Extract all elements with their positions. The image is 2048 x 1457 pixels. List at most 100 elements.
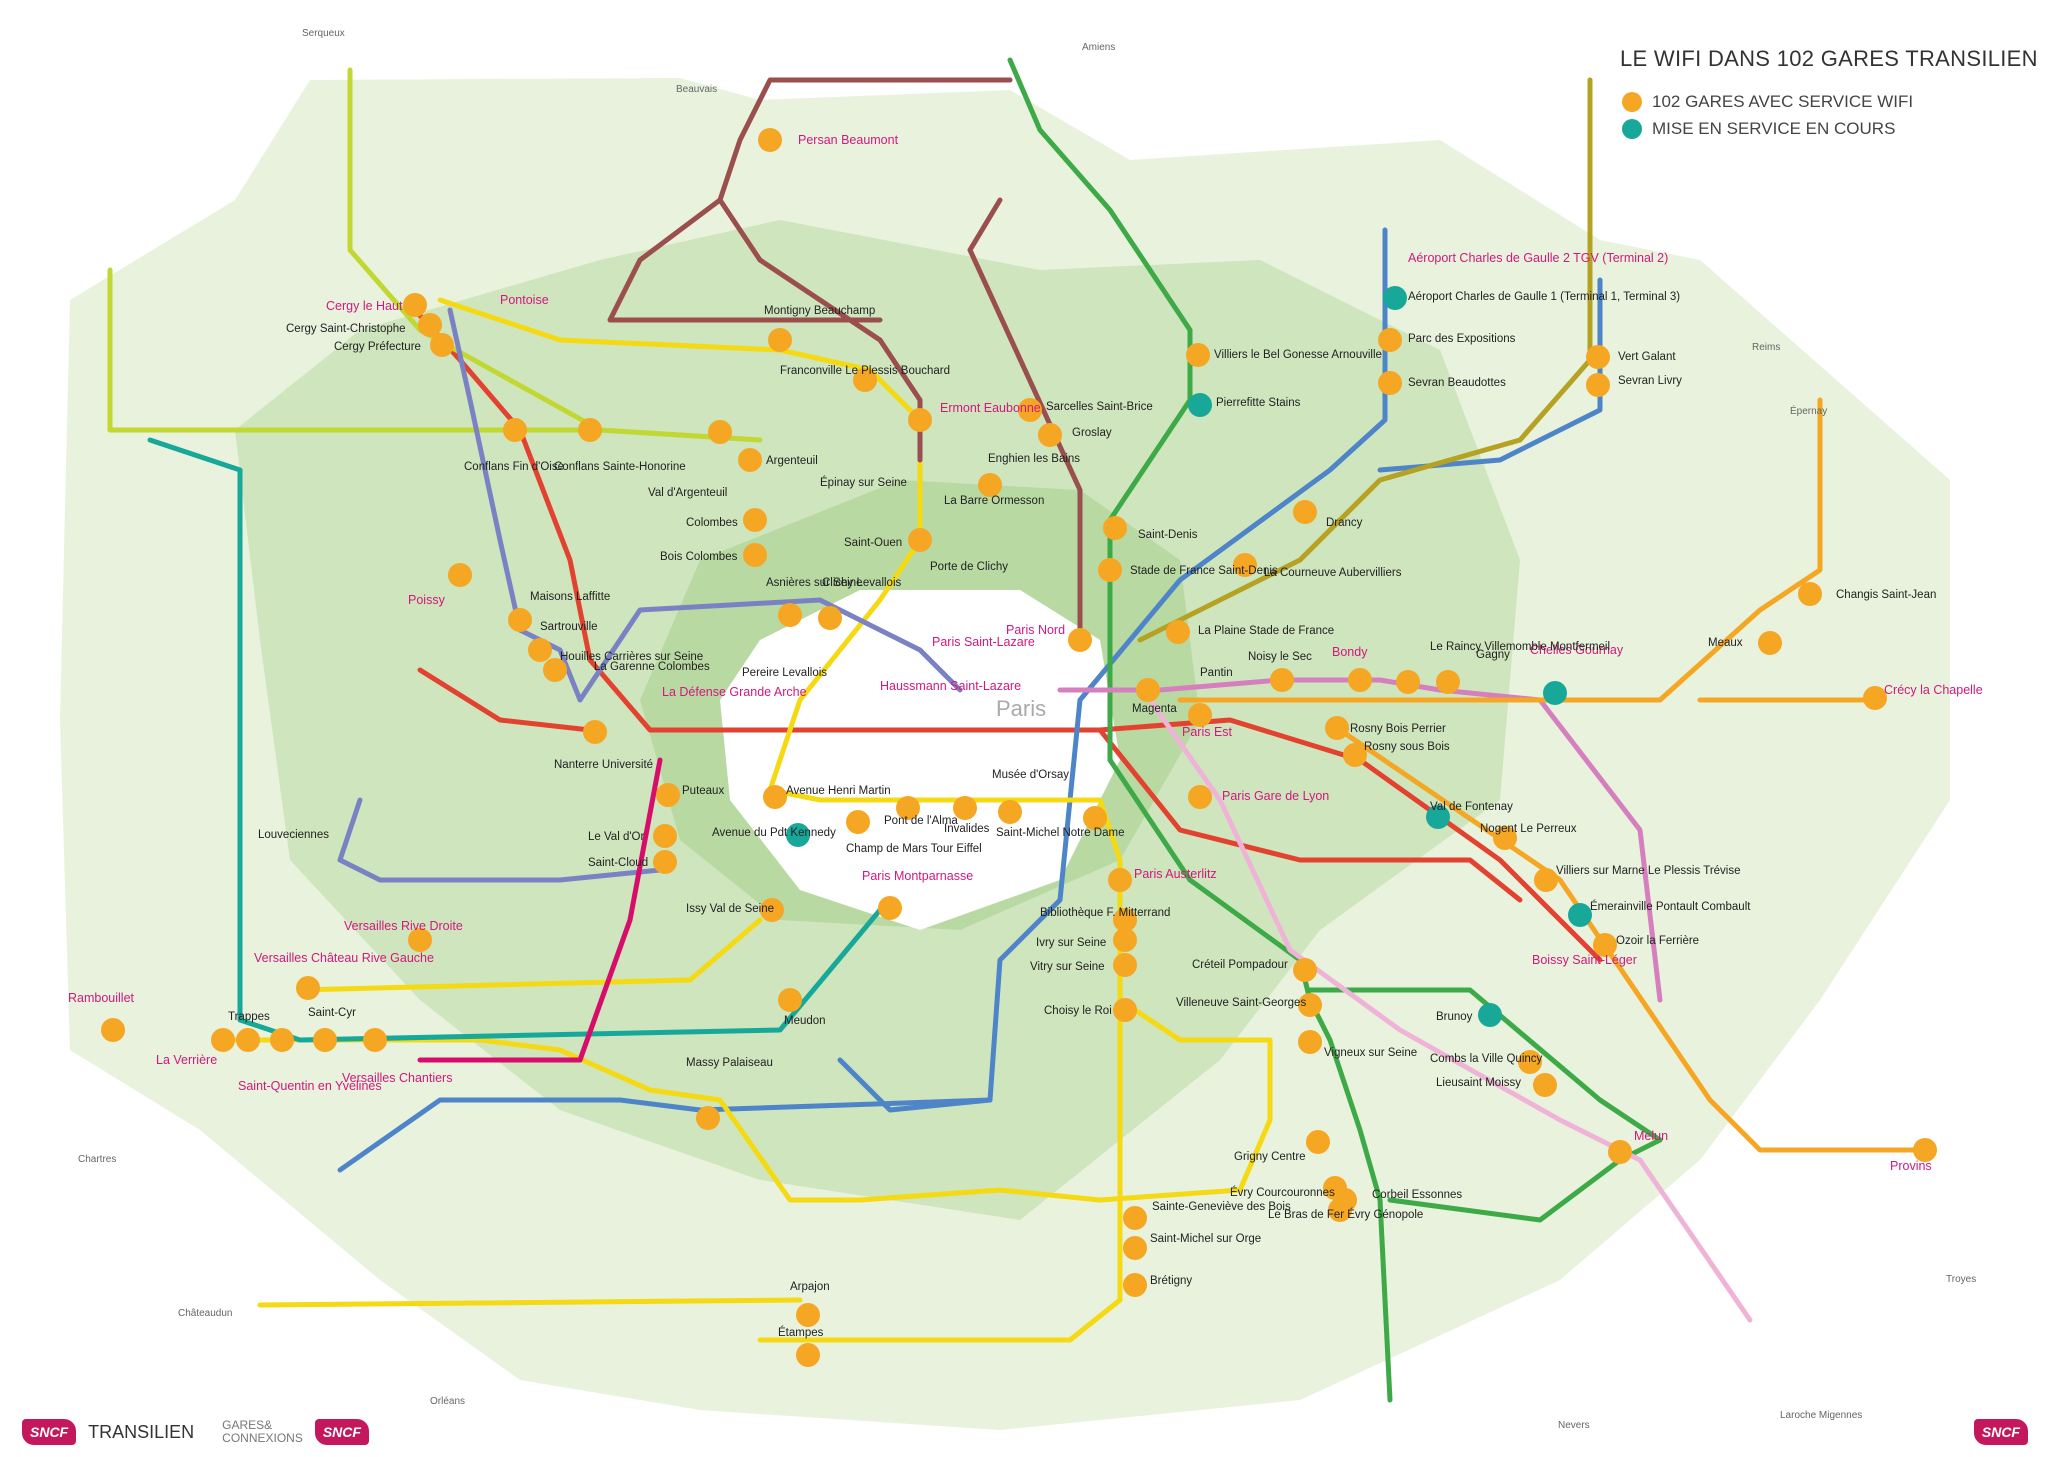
line-n: [147, 437, 883, 1043]
svg-text:Musée d'Orsay: Musée d'Orsay: [992, 769, 1069, 781]
svg-text:Ermont Eaubonne: Ermont Eaubonne: [940, 401, 1041, 415]
svg-text:Maisons Laffitte: Maisons Laffitte: [530, 591, 610, 603]
svg-text:Avenue Henri Martin: Avenue Henri Martin: [786, 785, 891, 797]
svg-text:Melun: Melun: [1634, 1129, 1668, 1143]
line-k: [1137, 77, 1593, 643]
svg-text:Saint-Cloud: Saint-Cloud: [588, 857, 648, 869]
svg-text:Crécy la Chapelle: Crécy la Chapelle: [1884, 683, 1983, 697]
svg-text:Saint-Michel sur Orge: Saint-Michel sur Orge: [1150, 1233, 1261, 1245]
svg-text:Pierrefitte Stains: Pierrefitte Stains: [1216, 397, 1301, 409]
line-l: [337, 307, 963, 883]
svg-text:Brétigny: Brétigny: [1150, 1275, 1192, 1287]
svg-text:Poissy: Poissy: [408, 593, 446, 607]
svg-text:Noisy le Sec: Noisy le Sec: [1248, 651, 1312, 663]
svg-text:Boissy Saint-Léger: Boissy Saint-Léger: [1532, 953, 1637, 967]
svg-text:Rosny Bois Perrier: Rosny Bois Perrier: [1350, 723, 1446, 735]
svg-text:La Plaine Stade de France: La Plaine Stade de France: [1198, 625, 1334, 637]
line-rer-c-south: [757, 997, 1123, 1343]
line-u: [417, 757, 663, 1063]
svg-text:Lieusaint Moissy: Lieusaint Moissy: [1436, 1077, 1521, 1089]
svg-text:Bondy: Bondy: [1332, 645, 1368, 659]
line-rer-c-west: [297, 917, 763, 993]
transilien-wordmark: TRANSILIEN: [88, 1421, 195, 1442]
connexions-label: CONNEXIONS: [222, 1431, 303, 1445]
svg-text:Orléans: Orléans: [430, 1396, 465, 1407]
svg-text:Villeneuve Saint-Georges: Villeneuve Saint-Georges: [1176, 997, 1306, 1009]
svg-text:Cergy Préfecture: Cergy Préfecture: [334, 341, 421, 353]
gares-connexions-logo: GARES& CONNEXIONS: [222, 1419, 303, 1445]
svg-text:La Verrière: La Verrière: [156, 1053, 217, 1067]
svg-text:Provins: Provins: [1890, 1159, 1932, 1173]
svg-text:Versailles Château Rive Gauche: Versailles Château Rive Gauche: [254, 951, 434, 965]
footer-sncf-right: SNCF: [1973, 1419, 2028, 1445]
svg-text:Porte de Clichy: Porte de Clichy: [930, 561, 1008, 573]
svg-text:Rosny sous Bois: Rosny sous Bois: [1364, 741, 1450, 753]
svg-text:Pereire Levallois: Pereire Levallois: [742, 667, 827, 679]
svg-text:Paris Est: Paris Est: [1182, 725, 1233, 739]
footer-brand: SNCF TRANSILIEN GARES& CONNEXIONS SNCF: [22, 1419, 369, 1445]
svg-text:Beauvais: Beauvais: [676, 84, 717, 95]
svg-text:Vigneux sur Seine: Vigneux sur Seine: [1324, 1047, 1417, 1059]
svg-text:Rambouillet: Rambouillet: [68, 991, 135, 1005]
wifi-dot-icon: [1622, 92, 1642, 112]
legend-item-in-progress: MISE EN SERVICE EN COURS: [1622, 119, 1895, 139]
paris-label: Paris: [996, 696, 1046, 721]
svg-text:Groslay: Groslay: [1072, 427, 1112, 439]
svg-text:Pont de l'Alma: Pont de l'Alma: [884, 815, 958, 827]
svg-text:Louveciennes: Louveciennes: [258, 829, 329, 841]
svg-text:Évry Courcouronnes: Évry Courcouronnes: [1230, 1186, 1335, 1199]
svg-text:Arpajon: Arpajon: [790, 1281, 830, 1293]
svg-text:Amiens: Amiens: [1082, 42, 1115, 53]
svg-text:Chartres: Chartres: [78, 1154, 116, 1165]
line-rer-a-west: [417, 667, 593, 733]
svg-text:Parc des Expositions: Parc des Expositions: [1408, 333, 1516, 345]
svg-text:La Courneuve Aubervilliers: La Courneuve Aubervilliers: [1264, 567, 1402, 579]
svg-text:Nogent Le Perreux: Nogent Le Perreux: [1480, 823, 1577, 835]
svg-text:La Défense Grande Arche: La Défense Grande Arche: [662, 685, 807, 699]
svg-text:Conflans Fin d'Oise: Conflans Fin d'Oise: [464, 461, 564, 473]
svg-text:Châteaudun: Châteaudun: [178, 1308, 233, 1319]
svg-text:Créteil Pompadour: Créteil Pompadour: [1192, 959, 1288, 971]
svg-text:Conflans Sainte-Honorine: Conflans Sainte-Honorine: [554, 461, 686, 473]
svg-text:Puteaux: Puteaux: [682, 785, 724, 797]
svg-text:Sevran Livry: Sevran Livry: [1618, 375, 1682, 387]
svg-text:Vert Galant: Vert Galant: [1618, 351, 1676, 363]
svg-text:Versailles Rive Droite: Versailles Rive Droite: [344, 919, 463, 933]
svg-text:Issy Val de Seine: Issy Val de Seine: [686, 903, 774, 915]
svg-text:Trappes: Trappes: [228, 1011, 270, 1023]
svg-text:Cergy le Haut: Cergy le Haut: [326, 299, 403, 313]
svg-text:Montigny Beauchamp: Montigny Beauchamp: [764, 305, 875, 317]
sncf-logo-right: SNCF: [1973, 1419, 2028, 1445]
svg-text:Meudon: Meudon: [784, 1015, 826, 1027]
svg-text:Magenta: Magenta: [1132, 703, 1177, 715]
wifi-stations: [101, 128, 1937, 1367]
line-rer-b-south: [337, 1097, 993, 1173]
svg-text:Le Raincy Villemomble Montferm: Le Raincy Villemomble Montfermeil: [1430, 641, 1610, 653]
svg-text:Persan Beaumont: Persan Beaumont: [798, 133, 899, 147]
legend-title: LE WIFI DANS 102 GARES TRANSILIEN: [1620, 46, 2038, 71]
sncf-logo: SNCF: [22, 1419, 77, 1445]
line-p: [1177, 397, 1923, 1153]
svg-text:Émerainville Pontault Combault: Émerainville Pontault Combault: [1590, 900, 1751, 913]
svg-text:Enghien les Bains: Enghien les Bains: [988, 453, 1080, 465]
svg-text:Reims: Reims: [1752, 342, 1780, 353]
svg-text:Paris Montparnasse: Paris Montparnasse: [862, 869, 973, 883]
svg-text:Sainte-Geneviève des Bois: Sainte-Geneviève des Bois: [1152, 1201, 1291, 1213]
svg-text:Meaux: Meaux: [1708, 637, 1743, 649]
svg-text:Saint-Quentin en Yvelines: Saint-Quentin en Yvelines: [238, 1079, 382, 1093]
line-rer-a-east: [1097, 727, 1523, 903]
in-progress-dot-icon: [1622, 119, 1642, 139]
svg-text:Saint-Michel Notre Dame: Saint-Michel Notre Dame: [996, 827, 1124, 839]
svg-text:Nevers: Nevers: [1558, 1420, 1590, 1431]
svg-text:Ivry sur Seine: Ivry sur Seine: [1036, 937, 1106, 949]
svg-text:Chelles Gournay: Chelles Gournay: [1530, 643, 1624, 657]
svg-text:Bois Colombes: Bois Colombes: [660, 551, 738, 563]
svg-text:Combs la Ville Quincy: Combs la Ville Quincy: [1430, 1053, 1543, 1065]
svg-text:Vitry sur Seine: Vitry sur Seine: [1030, 961, 1105, 973]
svg-text:Houilles Carrières sur Seine: Houilles Carrières sur Seine: [560, 651, 703, 663]
station-labels: Cergy Saint-Christophe Cergy Préfecture …: [228, 291, 1936, 1339]
svg-text:Asnières sur Seine: Asnières sur Seine: [766, 577, 863, 589]
svg-text:Haussmann Saint-Lazare: Haussmann Saint-Lazare: [880, 679, 1021, 693]
svg-text:Clichy Levallois: Clichy Levallois: [822, 577, 902, 589]
svg-text:Franconville Le Plessis Boucha: Franconville Le Plessis Bouchard: [780, 365, 950, 377]
